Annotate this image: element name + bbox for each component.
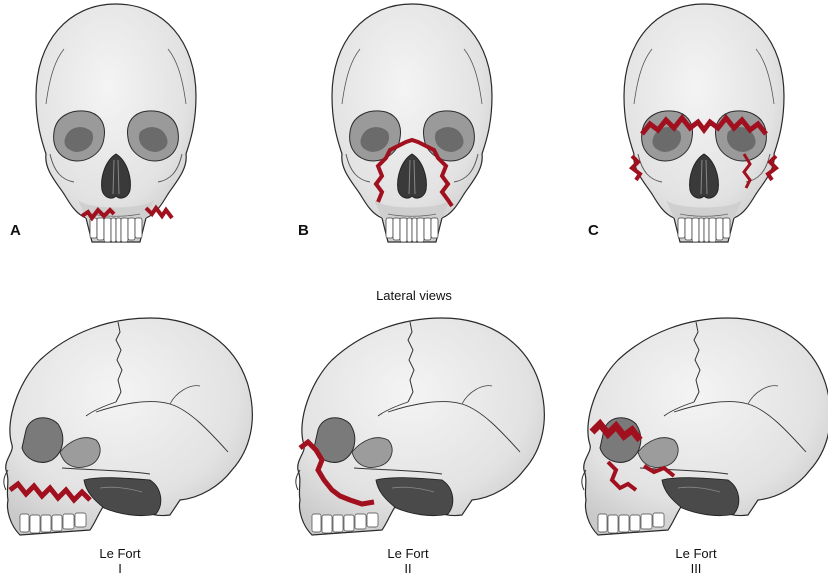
caption-le-fort-iii: Le Fort III: [656, 546, 736, 576]
caption-line1: Le Fort: [675, 546, 717, 561]
panel-label-c: C: [588, 222, 599, 239]
caption-line1: Le Fort: [99, 546, 141, 561]
caption-line1: Le Fort: [387, 546, 429, 561]
panel-label-b: B: [298, 222, 309, 239]
lateral-skull-ii: [295, 317, 545, 536]
lateral-views-heading: Lateral views: [376, 288, 452, 303]
caption-line2: I: [118, 561, 122, 576]
frontal-skull-c: [623, 3, 785, 243]
frontal-skull-b: [331, 3, 493, 243]
fracture-line-le-fort-i-frontal: [80, 204, 174, 222]
caption-line2: II: [404, 561, 412, 576]
fracture-line-le-fort-i-lateral: [8, 480, 92, 504]
lateral-skull-i: [3, 317, 253, 536]
fracture-line-le-fort-iii-lateral: [589, 418, 676, 492]
fracture-line-le-fort-ii-frontal: [373, 137, 454, 208]
frontal-skull-a: [35, 3, 197, 243]
fracture-line-le-fort-iii-frontal: [628, 113, 780, 189]
lateral-skull-iii: [581, 317, 828, 536]
fracture-line-le-fort-ii-lateral: [298, 438, 375, 507]
caption-line2: III: [690, 561, 702, 576]
panel-label-a: A: [10, 222, 21, 239]
caption-le-fort-i: Le Fort I: [80, 546, 160, 576]
caption-le-fort-ii: Le Fort II: [368, 546, 448, 576]
